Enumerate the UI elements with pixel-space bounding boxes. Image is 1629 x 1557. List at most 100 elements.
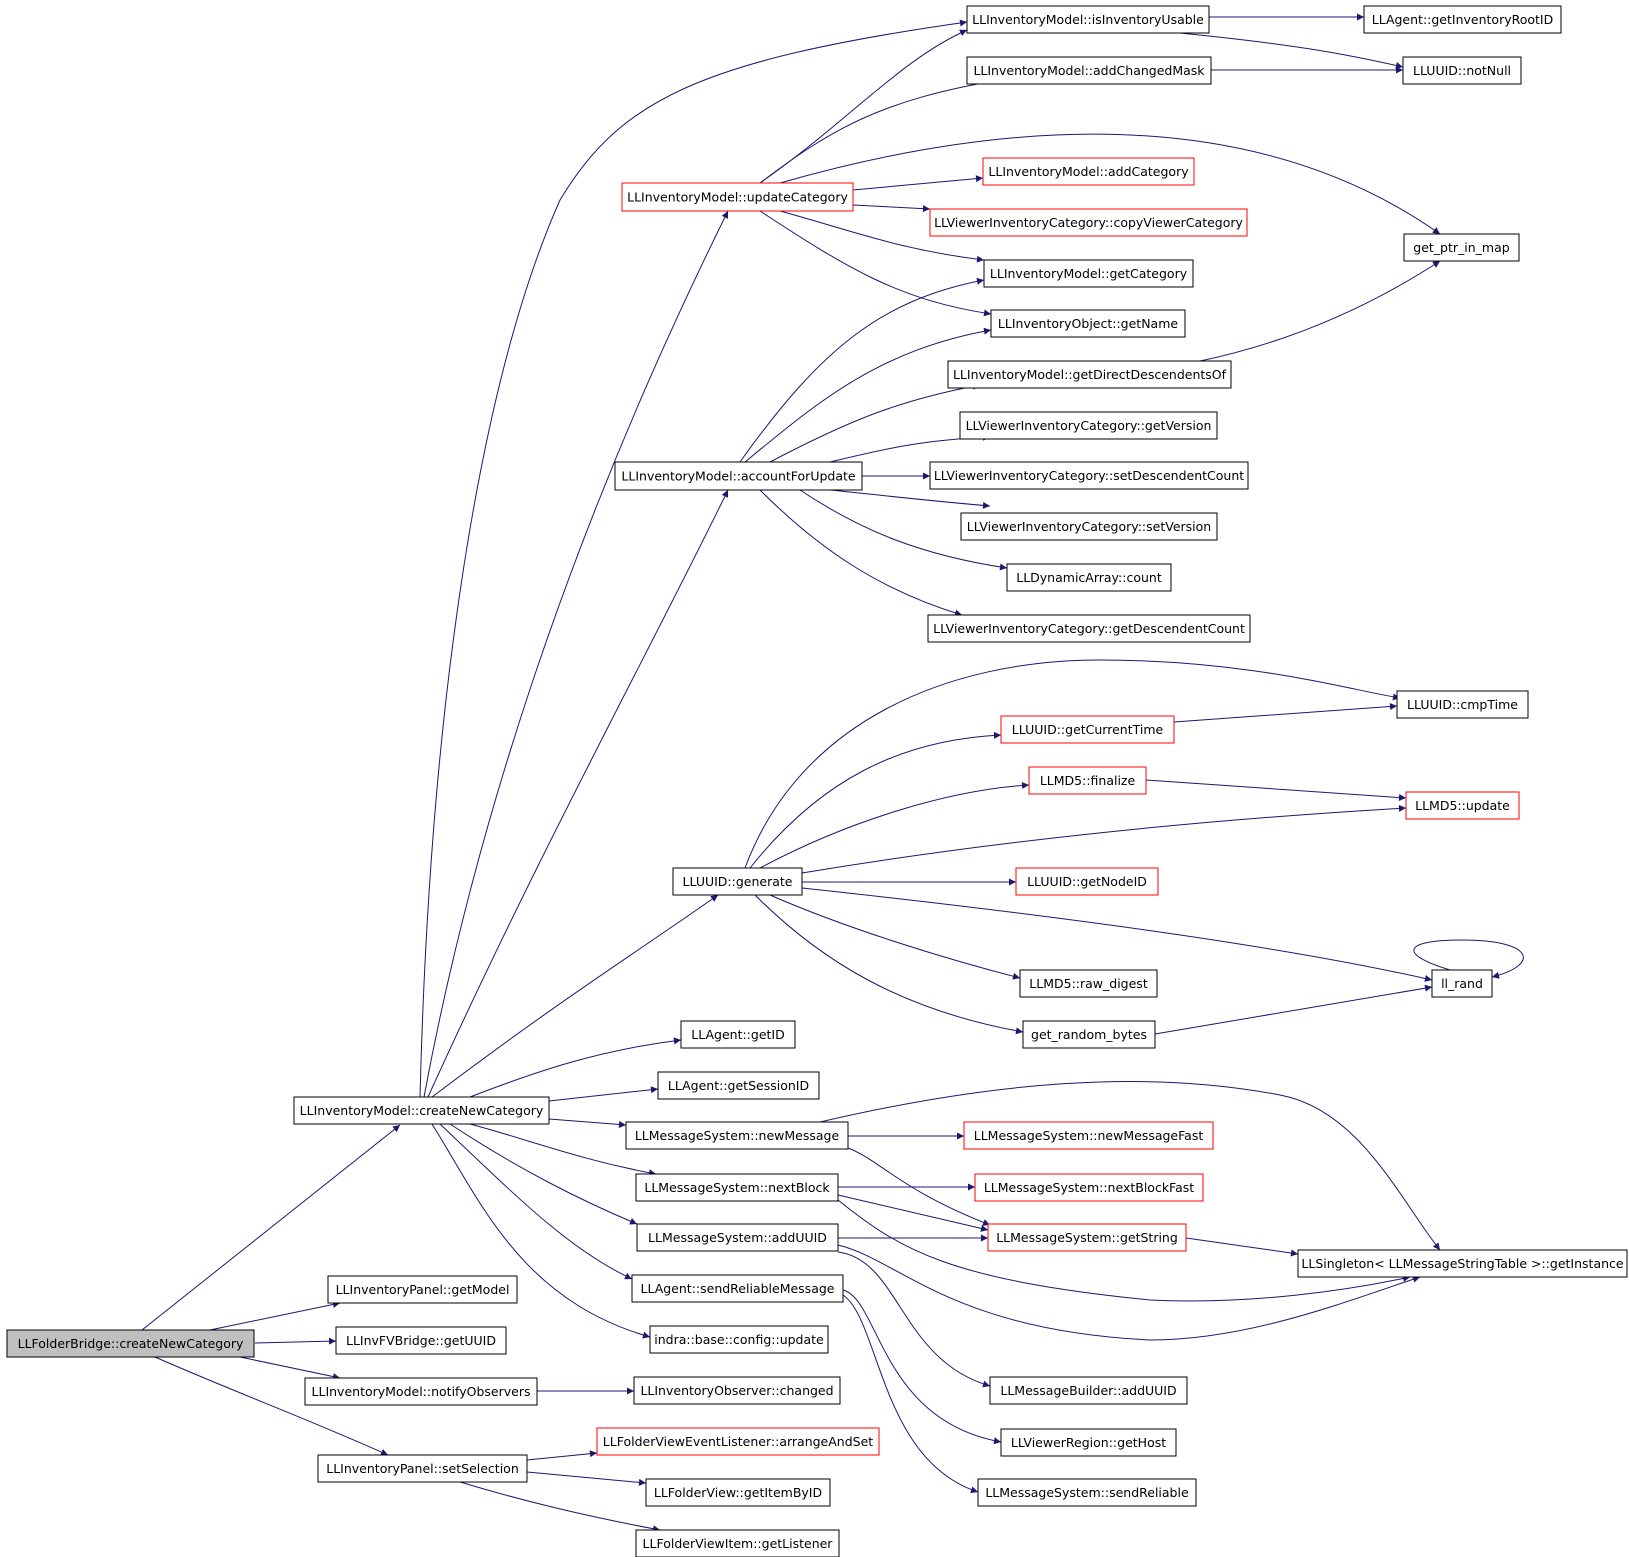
node-label: LLInventoryModel::addChangedMask — [973, 63, 1205, 78]
node-n7[interactable]: LLInventoryModel::accountForUpdate — [614, 461, 863, 491]
edge-line — [548, 1118, 627, 1128]
node-box — [649, 1325, 829, 1354]
node-n5[interactable]: LLInventoryPanel::setSelection — [317, 1454, 528, 1483]
node-n9[interactable]: LLAgent::getID — [680, 1020, 796, 1049]
node-box — [987, 1223, 1187, 1252]
node-box — [929, 208, 1248, 237]
node-n4[interactable]: LLInventoryModel::notifyObservers — [304, 1377, 538, 1406]
node-n19[interactable]: LLFolderViewItem::getListener — [635, 1529, 840, 1557]
edge-line — [1154, 984, 1433, 1035]
edge-line — [842, 1294, 979, 1494]
node-label: LLFolderBridge::createNewCategory — [18, 1336, 244, 1351]
node-n0[interactable]: LLFolderBridge::createNewCategory — [6, 1329, 255, 1358]
node-n36[interactable]: LLMD5::finalize — [1028, 766, 1147, 795]
node-box — [983, 259, 1194, 288]
edge-n7-to-n33 — [799, 489, 1008, 571]
edge-n7-to-n24 — [739, 277, 985, 463]
node-n25[interactable]: LLInventoryObject::getName — [990, 309, 1186, 338]
node-n46[interactable]: LLSingleton< LLMessageStringTable >::get… — [1297, 1249, 1628, 1278]
node-n39[interactable]: LLMD5::raw_digest — [1019, 969, 1158, 998]
edge-line — [254, 1337, 337, 1345]
node-label: LLMD5::finalize — [1040, 773, 1136, 788]
node-n41[interactable]: ll_rand — [1431, 969, 1493, 998]
node-n1[interactable]: LLInventoryModel::createNewCategory — [293, 1096, 550, 1125]
node-label: LLViewerInventoryCategory::setVersion — [967, 519, 1211, 534]
node-n6[interactable]: LLInventoryModel::updateCategory — [621, 182, 854, 212]
edge-n20-to-n28 — [1179, 32, 1404, 69]
node-n8[interactable]: LLUUID::generate — [672, 867, 803, 896]
edge-line — [431, 1123, 651, 1339]
edge-n12-to-n46 — [837, 1199, 1411, 1302]
node-n2[interactable]: LLInventoryPanel::getModel — [327, 1275, 518, 1304]
node-n48[interactable]: LLViewerRegion::getHost — [1000, 1428, 1177, 1457]
node-n10[interactable]: LLAgent::getSessionID — [657, 1071, 820, 1100]
node-n32[interactable]: LLViewerInventoryCategory::setVersion — [960, 512, 1218, 541]
node-n40[interactable]: get_random_bytes — [1022, 1020, 1156, 1049]
node-label: LLInventoryPanel::getModel — [336, 1282, 510, 1297]
node-n14[interactable]: LLAgent::sendReliableMessage — [631, 1274, 844, 1303]
node-n42[interactable]: LLUUID::cmpTime — [1396, 690, 1529, 719]
node-n18[interactable]: LLFolderView::getItemByID — [645, 1478, 831, 1507]
node-box — [1019, 969, 1158, 998]
node-n43[interactable]: LLMessageSystem::newMessageFast — [963, 1121, 1214, 1150]
node-n38[interactable]: LLUUID::getNodeID — [1015, 867, 1159, 896]
node-n20[interactable]: LLInventoryModel::isInventoryUsable — [966, 5, 1210, 34]
node-box — [1402, 56, 1522, 85]
node-n12[interactable]: LLMessageSystem::nextBlock — [635, 1173, 839, 1202]
edge-line — [449, 1123, 638, 1225]
node-label: LLViewerRegion::getHost — [1011, 1435, 1166, 1450]
edge-n45-to-n46 — [1185, 1237, 1299, 1257]
edge-line — [829, 489, 991, 509]
node-n15[interactable]: indra::base::config::update — [649, 1325, 829, 1354]
edge-n8-to-n42 — [744, 659, 1401, 869]
node-n31[interactable]: LLViewerInventoryCategory::setDescendent… — [929, 461, 1249, 490]
node-label: LLInvFVBridge::getUUID — [346, 1333, 496, 1348]
edge-line — [819, 1080, 1441, 1251]
edge-n29-to-n26 — [1199, 260, 1441, 362]
node-box — [974, 1173, 1204, 1202]
node-box — [645, 1478, 831, 1507]
node-n27[interactable]: LLAgent::getInventoryRootID — [1363, 5, 1562, 34]
node-n47[interactable]: LLMessageBuilder::addUUID — [989, 1376, 1188, 1405]
node-n26[interactable]: get_ptr_in_map — [1403, 233, 1520, 262]
node-box — [335, 1326, 507, 1355]
node-n33[interactable]: LLDynamicArray::count — [1006, 563, 1172, 592]
node-n17[interactable]: LLFolderViewEventListener::arrangeAndSet — [596, 1427, 880, 1456]
edge-line — [759, 489, 963, 617]
edge-line — [837, 1251, 991, 1388]
edge-line — [769, 382, 981, 463]
node-n3[interactable]: LLInvFVBridge::getUUID — [335, 1326, 507, 1355]
node-n11[interactable]: LLMessageSystem::newMessage — [625, 1121, 849, 1150]
node-label: LLInventoryModel::accountForUpdate — [621, 469, 855, 484]
node-box — [989, 1376, 1188, 1405]
node-n21[interactable]: LLInventoryModel::addChangedMask — [966, 56, 1212, 85]
node-n13[interactable]: LLMessageSystem::addUUID — [636, 1223, 839, 1252]
node-n45[interactable]: LLMessageSystem::getString — [987, 1223, 1187, 1252]
node-box — [966, 5, 1210, 34]
node-n28[interactable]: LLUUID::notNull — [1402, 56, 1522, 85]
node-n44[interactable]: LLMessageSystem::nextBlockFast — [974, 1173, 1204, 1202]
node-n29[interactable]: LLInventoryModel::getDirectDescendentsOf — [947, 360, 1232, 389]
edge-n1-to-n7 — [427, 489, 729, 1098]
edge-line — [759, 77, 1001, 184]
edge-line — [852, 175, 984, 191]
node-box — [959, 411, 1218, 440]
edge-line — [799, 489, 1008, 571]
edge-n6-to-n22 — [852, 175, 984, 191]
node-n37[interactable]: LLMD5::update — [1405, 791, 1520, 820]
node-n49[interactable]: LLMessageSystem::sendReliable — [977, 1478, 1197, 1507]
edge-line — [842, 1289, 1002, 1445]
node-box — [614, 461, 863, 491]
node-n16[interactable]: LLInventoryObserver::changed — [633, 1376, 841, 1405]
node-n30[interactable]: LLViewerInventoryCategory::getVersion — [959, 411, 1218, 440]
node-n24[interactable]: LLInventoryModel::getCategory — [983, 259, 1194, 288]
node-n35[interactable]: LLUUID::getCurrentTime — [1000, 715, 1175, 744]
node-n22[interactable]: LLInventoryModel::addCategory — [982, 157, 1195, 186]
edge-line — [749, 731, 1002, 869]
node-label: LLAgent::sendReliableMessage — [640, 1281, 834, 1296]
node-label: LLAgent::getInventoryRootID — [1372, 12, 1554, 27]
node-label: LLAgent::getSessionID — [668, 1078, 809, 1093]
node-n23[interactable]: LLViewerInventoryCategory::copyViewerCat… — [929, 208, 1248, 237]
edge-n5-to-n18 — [526, 1471, 647, 1486]
node-n34[interactable]: LLViewerInventoryCategory::getDescendent… — [927, 614, 1251, 643]
